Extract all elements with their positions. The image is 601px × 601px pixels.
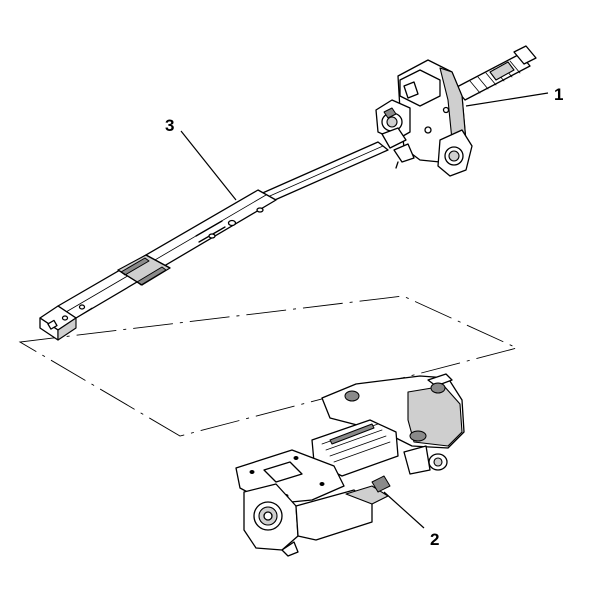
callout-label-1: 1 (554, 85, 563, 104)
callout-label-2: 2 (430, 530, 439, 549)
intermediate-shaft (39, 141, 389, 341)
alignment-dashed-frame (18, 295, 519, 437)
upper-column-housing (375, 45, 537, 177)
callout-1: 1 (465, 85, 563, 107)
callout-label-3: 3 (165, 116, 174, 135)
leader-line-2 (383, 491, 425, 529)
callout-3: 3 (165, 116, 237, 201)
lower-column-support (235, 373, 465, 557)
callout-2: 2 (383, 491, 439, 549)
leader-line-3 (180, 130, 237, 201)
leader-line-1 (465, 92, 549, 107)
